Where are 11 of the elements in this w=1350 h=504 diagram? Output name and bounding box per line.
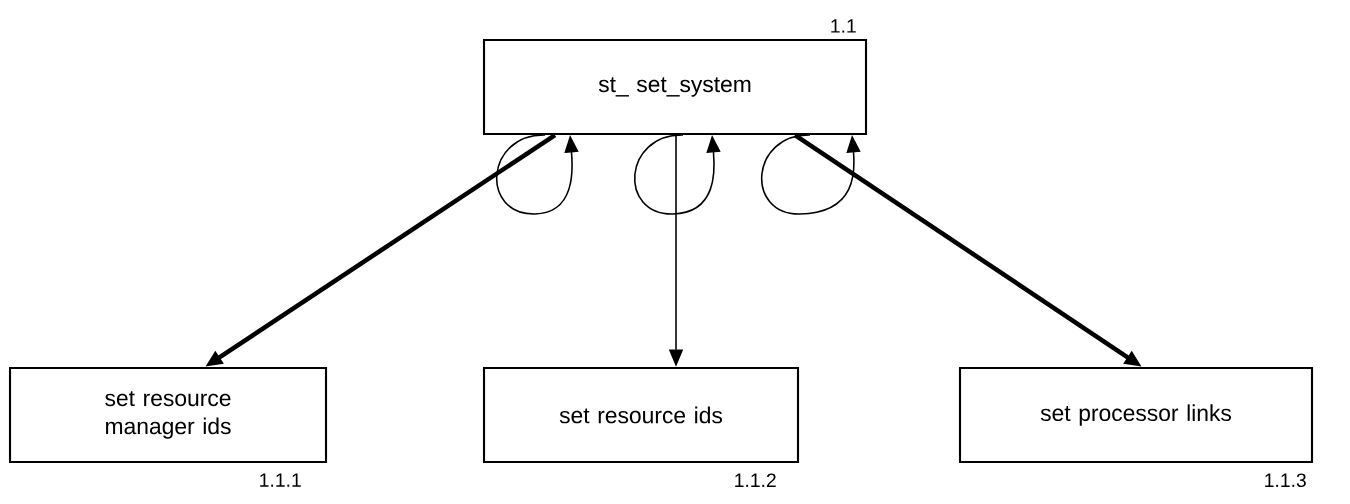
step-number: 1.1.3	[1265, 473, 1306, 488]
process-box: st_ set_system	[482, 38, 868, 136]
process-box: set processor links	[958, 366, 1314, 464]
step-number: 1.1.1	[260, 473, 301, 487]
arrow	[761, 134, 861, 215]
process-box: set resource manager ids	[8, 366, 328, 464]
step-number: 1.1	[831, 19, 856, 33]
arrow	[496, 134, 579, 215]
process-box: set resource ids	[482, 366, 800, 464]
arrow	[634, 134, 721, 215]
step-number: 1.1.2	[735, 473, 776, 487]
